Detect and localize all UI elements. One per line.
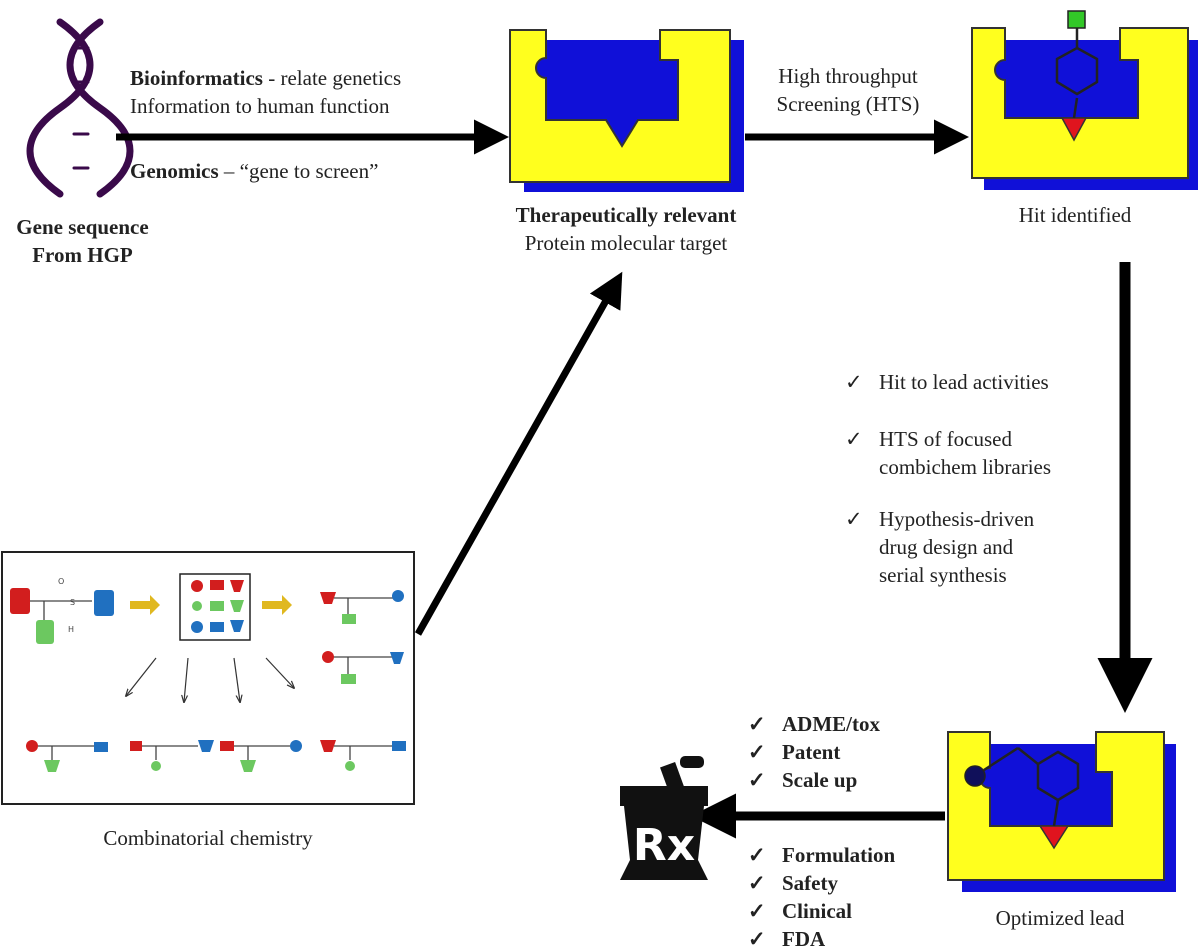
list-item: ✓ Patent	[748, 738, 880, 766]
lead-checks-bottom: ✓ Formulation ✓ Safety ✓ Clinical ✓ FDA	[748, 841, 895, 951]
list-item: ✓ HTS of focused combichem libraries	[845, 425, 1051, 481]
check-mark-icon: ✓	[748, 843, 766, 867]
item-text: Hypothesis-driven	[879, 507, 1035, 531]
target-subtitle: Protein molecular target	[524, 231, 728, 255]
atom-labels: O S H	[58, 577, 75, 634]
genomics-label: Genomics – “gene to screen”	[130, 157, 378, 185]
item-text: ADME/tox	[782, 712, 880, 736]
list-item: ✓ Safety	[748, 869, 895, 897]
hts-line2: Screening (HTS)	[776, 92, 920, 116]
optimized-lead-label: Optimized lead	[995, 906, 1125, 930]
gene-title-line2: From HGP	[32, 243, 133, 267]
check-mark-icon: ✓	[748, 899, 766, 923]
item-text: serial synthesis	[879, 563, 1007, 587]
item-text: Clinical	[782, 899, 853, 923]
check-mark-icon: ✓	[748, 871, 766, 895]
check-mark-icon: ✓	[748, 768, 766, 792]
mortar-pestle-rx-icon: Rx	[620, 756, 708, 880]
list-item: ✓ ADME/tox	[748, 710, 880, 738]
check-mark-icon: ✓	[748, 927, 766, 951]
hit-target-icon	[971, 10, 1198, 190]
item-text: combichem libraries	[879, 455, 1052, 479]
genomics-bold: Genomics	[130, 159, 219, 183]
item-text: Hit to lead activities	[879, 370, 1049, 394]
check-mark-icon: ✓	[845, 370, 863, 394]
atom-s: S	[70, 598, 75, 607]
item-text: HTS of focused	[879, 427, 1012, 451]
item-text: drug design and	[879, 535, 1014, 559]
check-mark-icon: ✓	[748, 740, 766, 764]
protein-target-icon	[509, 29, 744, 192]
flow-arrows	[116, 119, 1153, 839]
item-text: Patent	[782, 740, 841, 764]
item-text: Formulation	[782, 843, 896, 867]
hts-line1: High throughput	[778, 64, 918, 88]
hit-label: Hit identified	[1018, 203, 1132, 227]
bioinformatics-line2: Information to human function	[130, 94, 390, 118]
atom-h: H	[68, 625, 74, 634]
list-item: ✓ Hypothesis-driven drug design and seria…	[845, 505, 1051, 589]
atom-o: O	[58, 577, 64, 586]
lead-checks-top: ✓ ADME/tox ✓ Patent ✓ Scale up	[748, 710, 880, 794]
svg-text:Rx: Rx	[633, 820, 695, 871]
bioinformatics-bold: Bioinformatics	[130, 66, 263, 90]
bioinformatics-label: Bioinformatics - relate genetics Informa…	[130, 64, 401, 120]
list-item: ✓ Scale up	[748, 766, 880, 794]
genomics-rest: – “gene to screen”	[218, 159, 379, 183]
lead-target-icon	[947, 731, 1176, 892]
item-text: Safety	[782, 871, 838, 895]
check-mark-icon: ✓	[748, 712, 766, 736]
check-mark-icon: ✓	[845, 507, 863, 531]
list-item: ✓ Clinical	[748, 897, 895, 925]
target-caption: Therapeutically relevant Protein molecul…	[476, 201, 776, 257]
combi-label: Combinatorial chemistry	[103, 826, 313, 850]
target-title: Therapeutically relevant	[515, 203, 737, 227]
check-mark-icon: ✓	[845, 427, 863, 451]
hts-label: High throughput Screening (HTS)	[748, 62, 948, 118]
list-item: ✓ Formulation	[748, 841, 895, 869]
item-text: FDA	[782, 927, 826, 951]
item-text: Scale up	[782, 768, 858, 792]
bioinformatics-rest: - relate genetics	[262, 66, 402, 90]
gene-sequence-title: Gene sequence From HGP	[0, 213, 165, 269]
list-item: ✓ FDA	[748, 925, 895, 951]
hit-to-lead-list: ✓ Hit to lead activities ✓ HTS of focused …	[845, 368, 1051, 589]
combi-panel	[1, 551, 415, 805]
dna-helix-icon	[26, 18, 134, 198]
arrow-combi-to-target	[414, 271, 623, 636]
gene-title-line1: Gene sequence	[16, 215, 149, 239]
list-item: ✓ Hit to lead activities	[845, 368, 1051, 396]
